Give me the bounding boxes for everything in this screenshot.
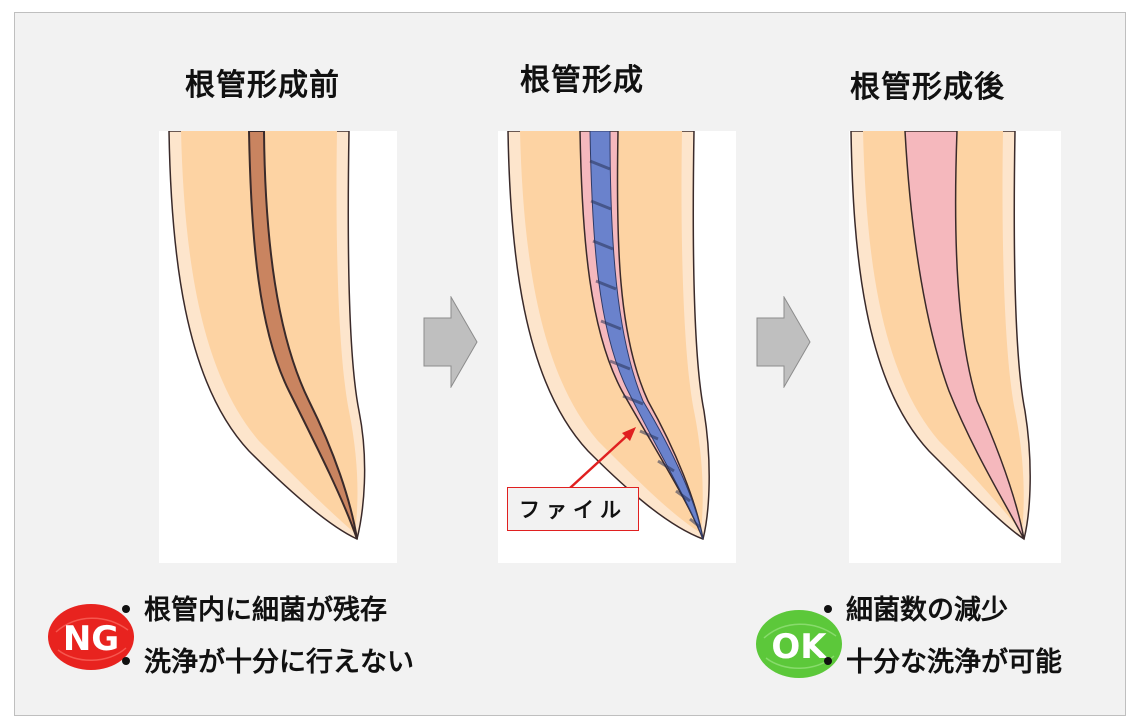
ng-bullet-list: 根管内に細菌が残存 洗浄が十分に行えない bbox=[122, 585, 414, 689]
ng-badge-icon: NG bbox=[48, 604, 134, 670]
title-during: 根管形成 bbox=[520, 63, 644, 98]
file-callout-label: ファイル bbox=[507, 487, 639, 531]
title-before: 根管形成前 bbox=[185, 68, 340, 103]
svg-text:NG: NG bbox=[63, 619, 119, 659]
arrow-right-icon bbox=[756, 296, 811, 388]
arrow-right-icon bbox=[423, 296, 478, 388]
tooth-root-with-file-icon bbox=[507, 131, 710, 540]
ok-item: 細菌数の減少 bbox=[824, 585, 1062, 637]
ok-badge-icon: OK bbox=[756, 610, 842, 678]
ng-item: 根管内に細菌が残存 bbox=[122, 585, 414, 637]
ok-bullet-list: 細菌数の減少 十分な洗浄が可能 bbox=[824, 585, 1062, 689]
tooth-after-image bbox=[849, 131, 1061, 563]
tooth-root-shaped-canal-icon bbox=[850, 131, 1031, 541]
title-after: 根管形成後 bbox=[850, 70, 1005, 105]
tooth-before-image bbox=[159, 131, 397, 563]
ng-item: 洗浄が十分に行えない bbox=[122, 637, 414, 689]
tooth-root-icon bbox=[168, 131, 366, 541]
svg-text:OK: OK bbox=[771, 627, 828, 667]
ok-item: 十分な洗浄が可能 bbox=[824, 637, 1062, 689]
